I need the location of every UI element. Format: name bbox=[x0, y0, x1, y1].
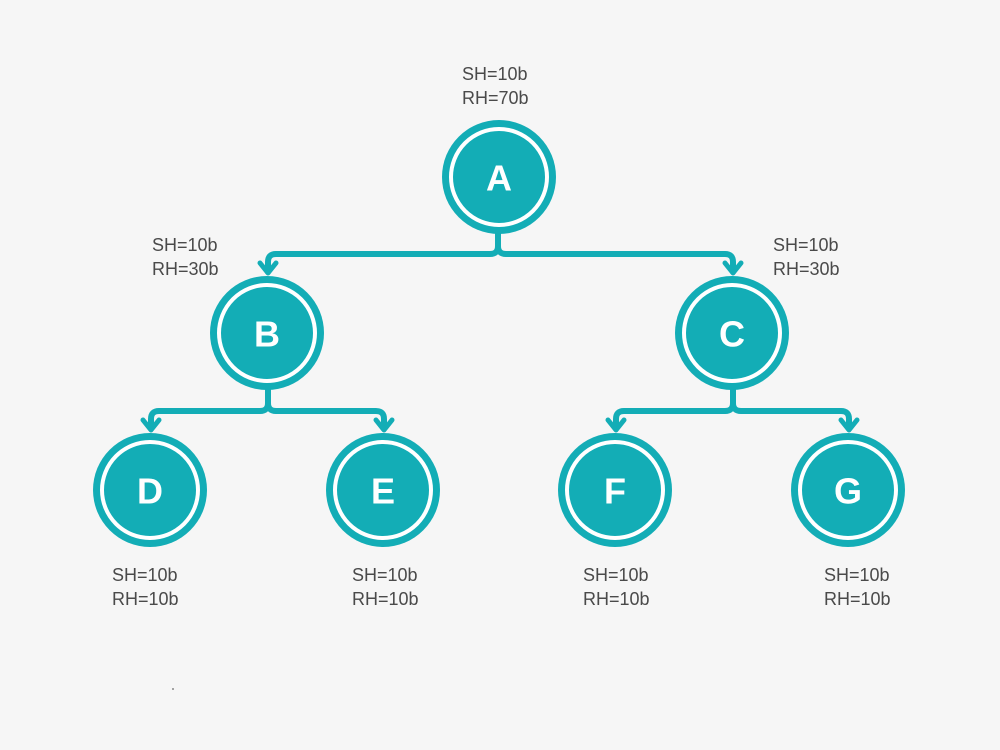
node-b-sh-label: SH=10b bbox=[152, 235, 218, 255]
node-f-ring bbox=[565, 440, 665, 540]
edge-a-b-arrowhead bbox=[257, 260, 279, 276]
node-f-letter: F bbox=[604, 471, 626, 512]
node-d-ring bbox=[100, 440, 200, 540]
edge-c-f bbox=[613, 387, 736, 431]
node-e-rh-label: RH=10b bbox=[352, 589, 419, 609]
edge-a-c bbox=[495, 227, 736, 275]
node-c-sh-label: SH=10b bbox=[773, 235, 839, 255]
edge-b-e-arrowhead bbox=[373, 417, 395, 433]
node-f-labels: SH=10b RH=10b bbox=[583, 565, 650, 609]
node-d-circle bbox=[93, 433, 207, 547]
node-a-sh-label: SH=10b bbox=[462, 64, 528, 84]
edge-b-e bbox=[265, 387, 387, 431]
node-d-labels: SH=10b RH=10b bbox=[112, 565, 179, 609]
node-c-ring bbox=[682, 283, 782, 383]
node-f-circle bbox=[558, 433, 672, 547]
edge-c-g bbox=[730, 387, 852, 431]
node-d: D bbox=[93, 433, 207, 547]
node-a-rh-label: RH=70b bbox=[462, 88, 529, 108]
node-g-sh-label: SH=10b bbox=[824, 565, 890, 585]
node-b-rh-label: RH=30b bbox=[152, 259, 219, 279]
node-a-circle bbox=[442, 120, 556, 234]
node-a: A bbox=[442, 120, 556, 234]
node-c-letter: C bbox=[719, 314, 745, 355]
node-b: B bbox=[210, 276, 324, 390]
node-b-circle bbox=[210, 276, 324, 390]
node-c: C bbox=[675, 276, 789, 390]
node-b-letter: B bbox=[254, 314, 280, 355]
node-e-ring bbox=[333, 440, 433, 540]
node-a-letter: A bbox=[486, 158, 512, 199]
node-b-labels: SH=10b RH=30b bbox=[152, 235, 219, 279]
node-e-circle bbox=[326, 433, 440, 547]
node-d-letter: D bbox=[137, 471, 163, 512]
node-e-labels: SH=10b RH=10b bbox=[352, 565, 419, 609]
edge-b-d-arrowhead bbox=[140, 417, 162, 433]
edge-c-g-arrowhead bbox=[838, 417, 860, 433]
node-f: F bbox=[558, 433, 672, 547]
node-c-labels: SH=10b RH=30b bbox=[773, 235, 840, 279]
node-f-rh-label: RH=10b bbox=[583, 589, 650, 609]
node-d-rh-label: RH=10b bbox=[112, 589, 179, 609]
stray-dot bbox=[172, 688, 174, 690]
edges bbox=[140, 227, 860, 433]
node-e: E bbox=[326, 433, 440, 547]
node-a-labels: SH=10b RH=70b bbox=[462, 64, 529, 108]
node-d-sh-label: SH=10b bbox=[112, 565, 178, 585]
node-c-circle bbox=[675, 276, 789, 390]
node-g-circle bbox=[791, 433, 905, 547]
node-f-sh-label: SH=10b bbox=[583, 565, 649, 585]
node-e-letter: E bbox=[371, 471, 395, 512]
node-c-rh-label: RH=30b bbox=[773, 259, 840, 279]
edge-b-d bbox=[148, 387, 271, 431]
node-g-labels: SH=10b RH=10b bbox=[824, 565, 891, 609]
edge-a-b bbox=[265, 227, 501, 275]
node-g: G bbox=[791, 433, 905, 547]
node-g-rh-label: RH=10b bbox=[824, 589, 891, 609]
node-e-sh-label: SH=10b bbox=[352, 565, 418, 585]
edge-a-c-arrowhead bbox=[722, 260, 744, 276]
node-b-ring bbox=[217, 283, 317, 383]
node-g-letter: G bbox=[834, 471, 862, 512]
node-g-ring bbox=[798, 440, 898, 540]
edge-c-f-arrowhead bbox=[605, 417, 627, 433]
node-a-ring bbox=[449, 127, 549, 227]
